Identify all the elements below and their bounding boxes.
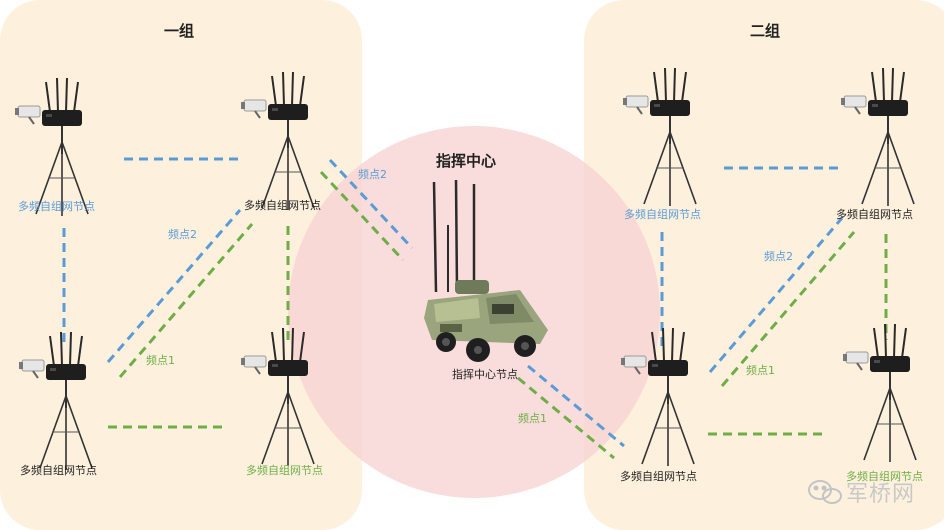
link-g2-diag-blue [708, 217, 844, 373]
link-center-top-green [319, 170, 405, 262]
link-center-bottom-blue [527, 364, 625, 448]
command-vehicle-icon [424, 179, 548, 362]
group2-title: 二组 [750, 22, 781, 40]
link-label-g1-freq2: 频点2 [168, 228, 197, 241]
node-label-g1-bottom-right: 多频自组网节点 [246, 464, 323, 477]
command-center-title: 指挥中心 [436, 152, 497, 170]
link-label-center-freq1: 频点1 [518, 412, 547, 425]
node-label-g2-bottom-left: 多频自组网节点 [620, 470, 697, 483]
link-g2-diag-green [720, 231, 856, 387]
links [62, 157, 888, 460]
node-label-center: 指挥中心节点 [452, 368, 518, 381]
group1-title: 一组 [164, 22, 195, 40]
group2-area [584, 0, 944, 530]
node-label-g2-bottom-right: 多频自组网节点 [846, 470, 923, 483]
watermark-text: 军桥网 [846, 482, 916, 507]
link-label-g2-freq1: 频点1 [746, 364, 775, 377]
group1-area [0, 0, 362, 530]
link-center-top-blue [328, 158, 414, 250]
link-label-g2-freq2: 频点2 [764, 250, 793, 263]
link-g1-diag-blue [106, 209, 242, 363]
link-g1-diag-green [118, 223, 254, 378]
node-label-g1-bottom-left: 多频自组网节点 [20, 464, 97, 477]
node-label-g2-top-left: 多频自组网节点 [624, 208, 701, 221]
watermark-logo-icon [808, 480, 842, 504]
link-label-center-freq2: 频点2 [358, 168, 387, 181]
node-label-g1-top-left: 多频自组网节点 [18, 200, 95, 213]
node-label-g1-top-right: 多频自组网节点 [244, 199, 321, 212]
node-label-g2-top-right: 多频自组网节点 [836, 208, 913, 221]
link-center-bottom-green [517, 376, 615, 460]
link-label-g1-freq1: 频点1 [146, 354, 175, 367]
